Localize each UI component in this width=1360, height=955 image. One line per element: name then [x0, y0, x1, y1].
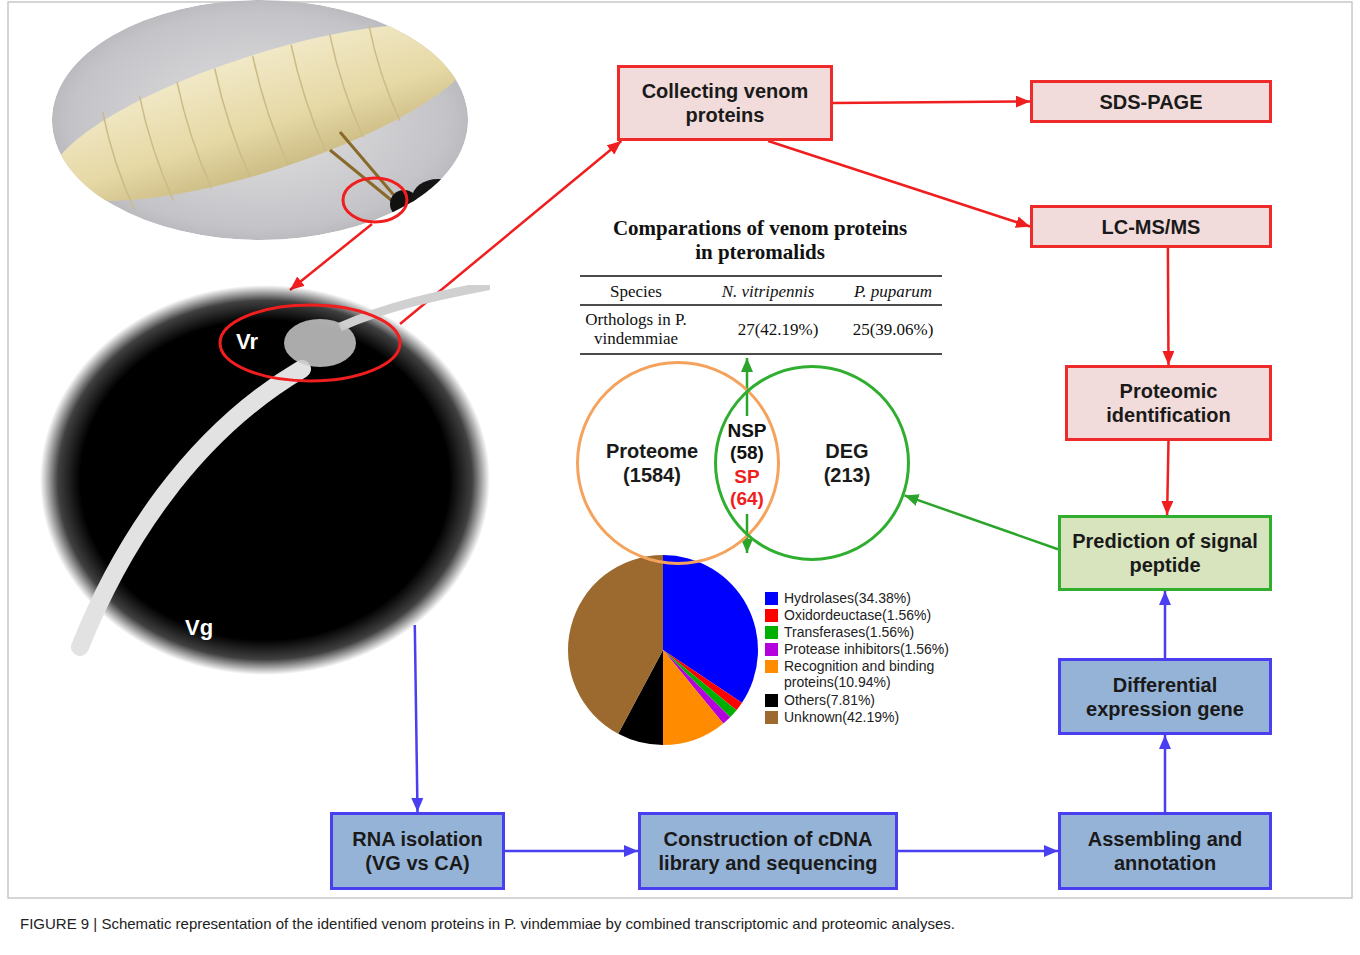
- zoom-arrow: [290, 224, 372, 290]
- venom-gland-photo: VrVg: [40, 285, 490, 675]
- legend-swatch: [765, 626, 778, 639]
- host-pupa: [34, 0, 492, 237]
- wasp-abdomen: [424, 206, 480, 282]
- table-rule: [580, 275, 942, 277]
- pie-slice: [663, 650, 723, 745]
- part-label: Vr: [236, 329, 258, 355]
- process-box: Construction of cDNA library and sequenc…: [638, 812, 898, 890]
- node-text: Assembling and annotation: [1065, 827, 1265, 875]
- legend-text: Oxidordeuctase(1.56%): [784, 607, 956, 623]
- node-text: Differential expression gene: [1065, 673, 1265, 721]
- node-text: Prediction of signal peptide: [1065, 529, 1265, 577]
- overlap-count: SP (64): [722, 466, 772, 510]
- wasp-legs: [330, 132, 470, 258]
- legend-swatch: [765, 694, 778, 707]
- node-text: RNA isolation (VG vs CA): [337, 827, 498, 875]
- flow-arrow: [833, 102, 1030, 104]
- node-text: LC-MS/MS: [1102, 215, 1201, 239]
- venom-duct: [340, 285, 490, 327]
- flow-arrow: [905, 495, 1059, 549]
- pointer-arrow: [746, 514, 749, 553]
- flow-arrow: [1164, 735, 1167, 812]
- table-cell: Orthologs in P. vindemmiae: [577, 310, 695, 348]
- pointer-arrow: [746, 358, 749, 416]
- overlap-count: NSP (58): [722, 420, 772, 464]
- table-rule: [580, 353, 942, 355]
- process-box: Differential expression gene: [1058, 658, 1272, 735]
- legend-swatch: [765, 711, 778, 724]
- table-cell: 27(42.19%): [728, 320, 828, 340]
- table-cell: 25(39.06%): [845, 320, 941, 340]
- flow-arrow: [1167, 248, 1170, 365]
- flow-arrow: [768, 141, 1030, 227]
- legend-text: Protease inhibitors(1.56%): [784, 641, 956, 657]
- process-box: Proteomic identification: [1065, 365, 1272, 441]
- figure-caption: FIGURE 9 | Schematic representation of t…: [20, 914, 1340, 933]
- node-text: Proteome (1584): [597, 439, 707, 487]
- gland-drawing: [40, 285, 490, 675]
- pupa-photo: [34, 0, 505, 282]
- process-box: Collecting venom proteins: [617, 65, 833, 141]
- pupa-segments: [98, 19, 402, 215]
- legend-swatch: [765, 609, 778, 622]
- legend-text: Transferases(1.56%): [784, 624, 956, 640]
- table-cell: N. vitripennis: [703, 282, 833, 302]
- venom-reservoir: [284, 319, 356, 367]
- table-cell: Species: [581, 282, 691, 302]
- legend-text: Hydrolases(34.38%): [784, 590, 956, 606]
- node-text: SDS-PAGE: [1100, 90, 1203, 114]
- flow-arrow: [1167, 441, 1168, 515]
- highlight-circle: [343, 178, 407, 222]
- pie-chart: [568, 555, 758, 745]
- node-text: DEG (213): [807, 439, 887, 487]
- highlight-circle: [220, 305, 400, 381]
- process-box: Assembling and annotation: [1058, 812, 1272, 890]
- flow-arrow: [1164, 591, 1167, 658]
- legend-swatch: [765, 660, 778, 673]
- part-label: Vg: [185, 615, 213, 641]
- process-box: Prediction of signal peptide: [1058, 515, 1272, 591]
- legend-text: Unknown(42.19%): [784, 709, 956, 725]
- flow-arrow: [898, 850, 1058, 853]
- process-box: LC-MS/MS: [1030, 205, 1272, 248]
- process-box: SDS-PAGE: [1030, 80, 1272, 123]
- process-box: RNA isolation (VG vs CA): [330, 812, 505, 890]
- table-cell: P. puparum: [843, 282, 943, 302]
- pupa-body: [34, 0, 492, 237]
- node-text: Construction of cDNA library and sequenc…: [645, 827, 891, 875]
- table-rule: [580, 304, 942, 306]
- node-text: Proteomic identification: [1072, 379, 1265, 427]
- legend-swatch: [765, 643, 778, 656]
- table-title: Comparations of venom proteins in pterom…: [607, 216, 913, 264]
- pie-slice: [568, 555, 663, 734]
- node-text: Collecting venom proteins: [624, 79, 826, 127]
- flow-arrow: [415, 625, 418, 812]
- flow-arrow: [505, 850, 638, 853]
- legend-text: Others(7.81%): [784, 692, 956, 708]
- legend-text: Recognition and binding proteins(10.94%): [784, 658, 956, 690]
- venom-gland-tube: [80, 369, 302, 647]
- wasp-thorax: [412, 179, 464, 217]
- legend-swatch: [765, 592, 778, 605]
